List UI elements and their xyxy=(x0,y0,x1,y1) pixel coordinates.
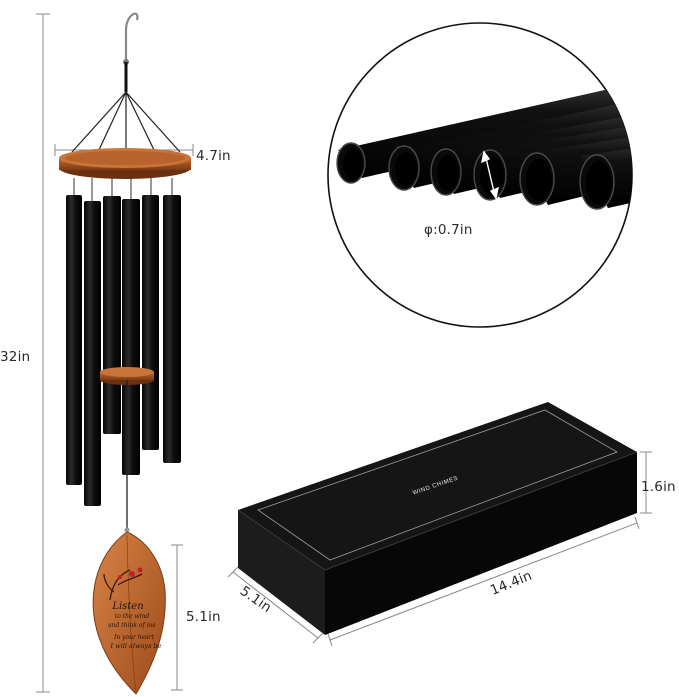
top-width-label: 4.7in xyxy=(196,148,231,164)
leaf-inscription: Listen to the wind and think of me In yo… xyxy=(108,601,162,650)
box-height-label: 1.6in xyxy=(641,479,676,495)
gift-box: WIND CHIMES xyxy=(237,402,638,635)
leaf-line-5: I will always be xyxy=(110,642,162,650)
leaf-height-dimension-line xyxy=(171,544,183,691)
height-label: 32in xyxy=(0,349,31,365)
box-length-dimension-line xyxy=(327,516,640,647)
wind-chime xyxy=(59,12,191,695)
leaf-line-2: to the wind xyxy=(115,613,150,620)
height-dimension-line xyxy=(36,13,50,693)
tube-closeup xyxy=(327,22,633,328)
tube-diameter-label: φ:0.7in xyxy=(424,222,473,238)
leaf-height-label: 5.1in xyxy=(186,609,221,625)
leaf-line-3: and think of me xyxy=(108,622,156,629)
box-height-dimension-line xyxy=(640,451,652,514)
leaf-line-4: In your heart xyxy=(113,634,155,641)
box-width-dimension-line xyxy=(227,566,324,644)
diameter-arrow-icon xyxy=(481,150,499,200)
hook-icon xyxy=(124,12,139,62)
leaf-line-1: Listen xyxy=(111,601,143,612)
